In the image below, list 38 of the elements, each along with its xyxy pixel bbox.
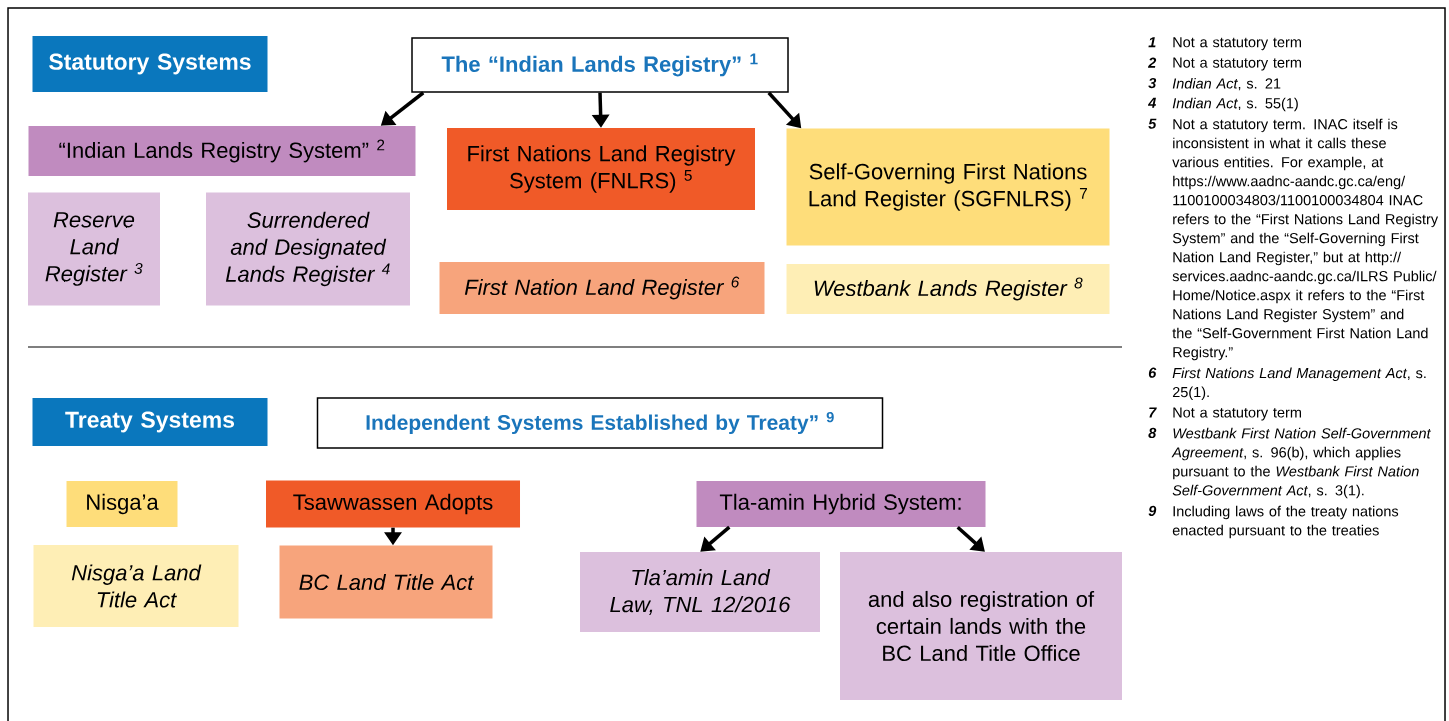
footnote-number: 8 xyxy=(1148,427,1157,439)
header-box: Treaty Systems xyxy=(32,398,268,446)
footnote-number: 9 xyxy=(1148,505,1157,517)
footnote-number: 1 xyxy=(1148,37,1156,48)
register-box: BC Land Title Act xyxy=(279,545,493,619)
footnote-text: Westbank First Nation Self-Government Agreement, s. 96(b), which applies pursuant to the Westbank First Nation Self-Government Act, s. 3(1). xyxy=(1171,427,1432,499)
footnote-number: 2 xyxy=(1148,57,1157,68)
category-box: First Nations Land Registry System (FNLRS) $^{5}$ xyxy=(447,128,755,210)
register-box: First Nation Land Register $^{6}$ xyxy=(439,262,765,314)
heading-box: Independent Systems Established by Treaty” $^{9}$ xyxy=(316,397,884,449)
register-box: Westbank Lands Register $^{8}$ xyxy=(786,264,1110,314)
footnote-number: 6 xyxy=(1148,367,1157,378)
footnote-number: 3 xyxy=(1148,77,1157,89)
footnote-text: Not a statutory term xyxy=(1173,407,1301,421)
register-box: Nisga’a Land Title Act xyxy=(33,545,239,627)
category-box: Nisga’a xyxy=(66,481,178,527)
category-box: Tsawwassen Adopts xyxy=(266,480,520,528)
footnote-text: Not a statutory term xyxy=(1173,57,1301,71)
heading-box: The “Indian Lands Registry” $^{1}$ xyxy=(411,37,789,93)
header-box: Statutory Systems xyxy=(32,36,268,92)
category-box: “Indian Lands Registry System” $^{2}$ xyxy=(28,126,416,176)
arrow xyxy=(956,525,985,552)
footnote-text: Indian Act, s. 21 xyxy=(1172,77,1281,91)
category-box: Tla-amin Hybrid System: xyxy=(696,481,986,527)
arrow xyxy=(700,525,731,552)
footnote-number: 4 xyxy=(1148,97,1157,108)
footnote-text: Not a statutory term. INAC itself is inconsistent in what it calls these various entities. For example, at https://www.aadnc-aandc.gc.ca/eng/1100100034803/1100100034804 INAC refers to the “First Nations Land Registry System” and the “Self-Governing First Nation Land Register,” but at http://services.aadnc-aandc.gc.ca/ILRS Public/Home/Notice.aspx it refers to the “First Nations Land Register System” and the “Self-Government First Nation Land Registry.” xyxy=(1172,118,1439,361)
footnote-text: Not a statutory term xyxy=(1173,37,1301,51)
category-box: Self-Governing First Nations Land Register (SGFNLRS) $^{7}$ xyxy=(786,128,1110,246)
footnote-text: Indian Act, s. 55(1) xyxy=(1172,97,1298,112)
footnote-text: First Nations Land Management Act, s. 25(1). xyxy=(1172,367,1426,401)
footnote-text: Including laws of the treaty nations enacted pursuant to the treaties xyxy=(1172,505,1399,539)
register-box: Tla’amin Land Law, TNL 12/2016 xyxy=(580,552,820,632)
register-box: and also registration of certain lands with the BC Land Title Office xyxy=(840,552,1122,700)
footnote-number: 5 xyxy=(1148,118,1157,129)
footnote-number: 7 xyxy=(1149,407,1157,418)
register-box: Reserve Land Register $^{3}$ xyxy=(28,192,160,306)
register-box: Surrendered and Designated Lands Register $^{4}$ xyxy=(206,192,410,306)
